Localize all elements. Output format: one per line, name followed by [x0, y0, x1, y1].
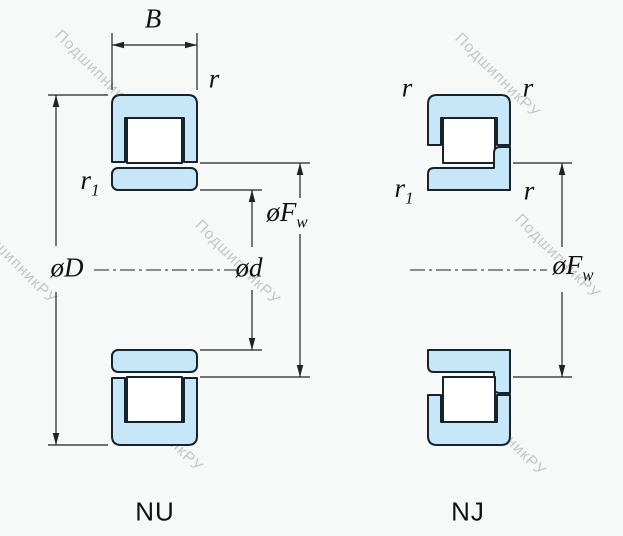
dim-width-B	[111, 33, 198, 90]
label-outer-diameter-D: øD	[50, 252, 84, 283]
label-flange-radius-r-nj: r	[523, 175, 535, 206]
label-inner-radius-r1-nj: r1	[394, 172, 414, 208]
nj-outer-ring-bottom	[427, 394, 511, 446]
nj-inner-ring-top	[427, 146, 511, 191]
nu-outer-ring-bottom	[111, 377, 198, 446]
nj-bearing-section	[410, 94, 547, 446]
label-outer-radius-r-left-nj: r	[401, 72, 413, 103]
label-bore-diameter-d: ød	[235, 252, 263, 283]
nu-bearing-section	[94, 94, 240, 446]
label-raceway-diameter-Fw-nj: øFw	[552, 249, 594, 285]
label-width-B: B	[144, 3, 162, 34]
dim-raceway-diameter-Fw-nu	[200, 162, 310, 378]
label-outer-radius-r-right-nj: r	[522, 72, 534, 103]
nj-roller-bottom	[442, 376, 496, 423]
nu-outer-ring-top	[111, 94, 198, 163]
nj-roller-top	[442, 117, 496, 164]
nu-roller-bottom	[126, 376, 183, 423]
dim-outer-diameter-D	[48, 94, 108, 446]
label-outer-radius-r-nu: r	[208, 63, 220, 94]
nu-inner-ring-top	[111, 167, 198, 191]
label-raceway-diameter-Fw-nu: øFw	[266, 196, 308, 232]
dim-bore-diameter-d	[200, 189, 262, 351]
caption-nj: NJ	[451, 496, 485, 527]
label-inner-radius-r1-nu: r1	[80, 164, 100, 200]
nj-outer-ring-top	[427, 94, 511, 146]
nu-roller-top	[126, 117, 183, 164]
caption-nu: NU	[135, 496, 175, 527]
dim-raceway-diameter-Fw-nj	[513, 162, 572, 378]
nu-inner-ring-bottom	[111, 349, 198, 373]
